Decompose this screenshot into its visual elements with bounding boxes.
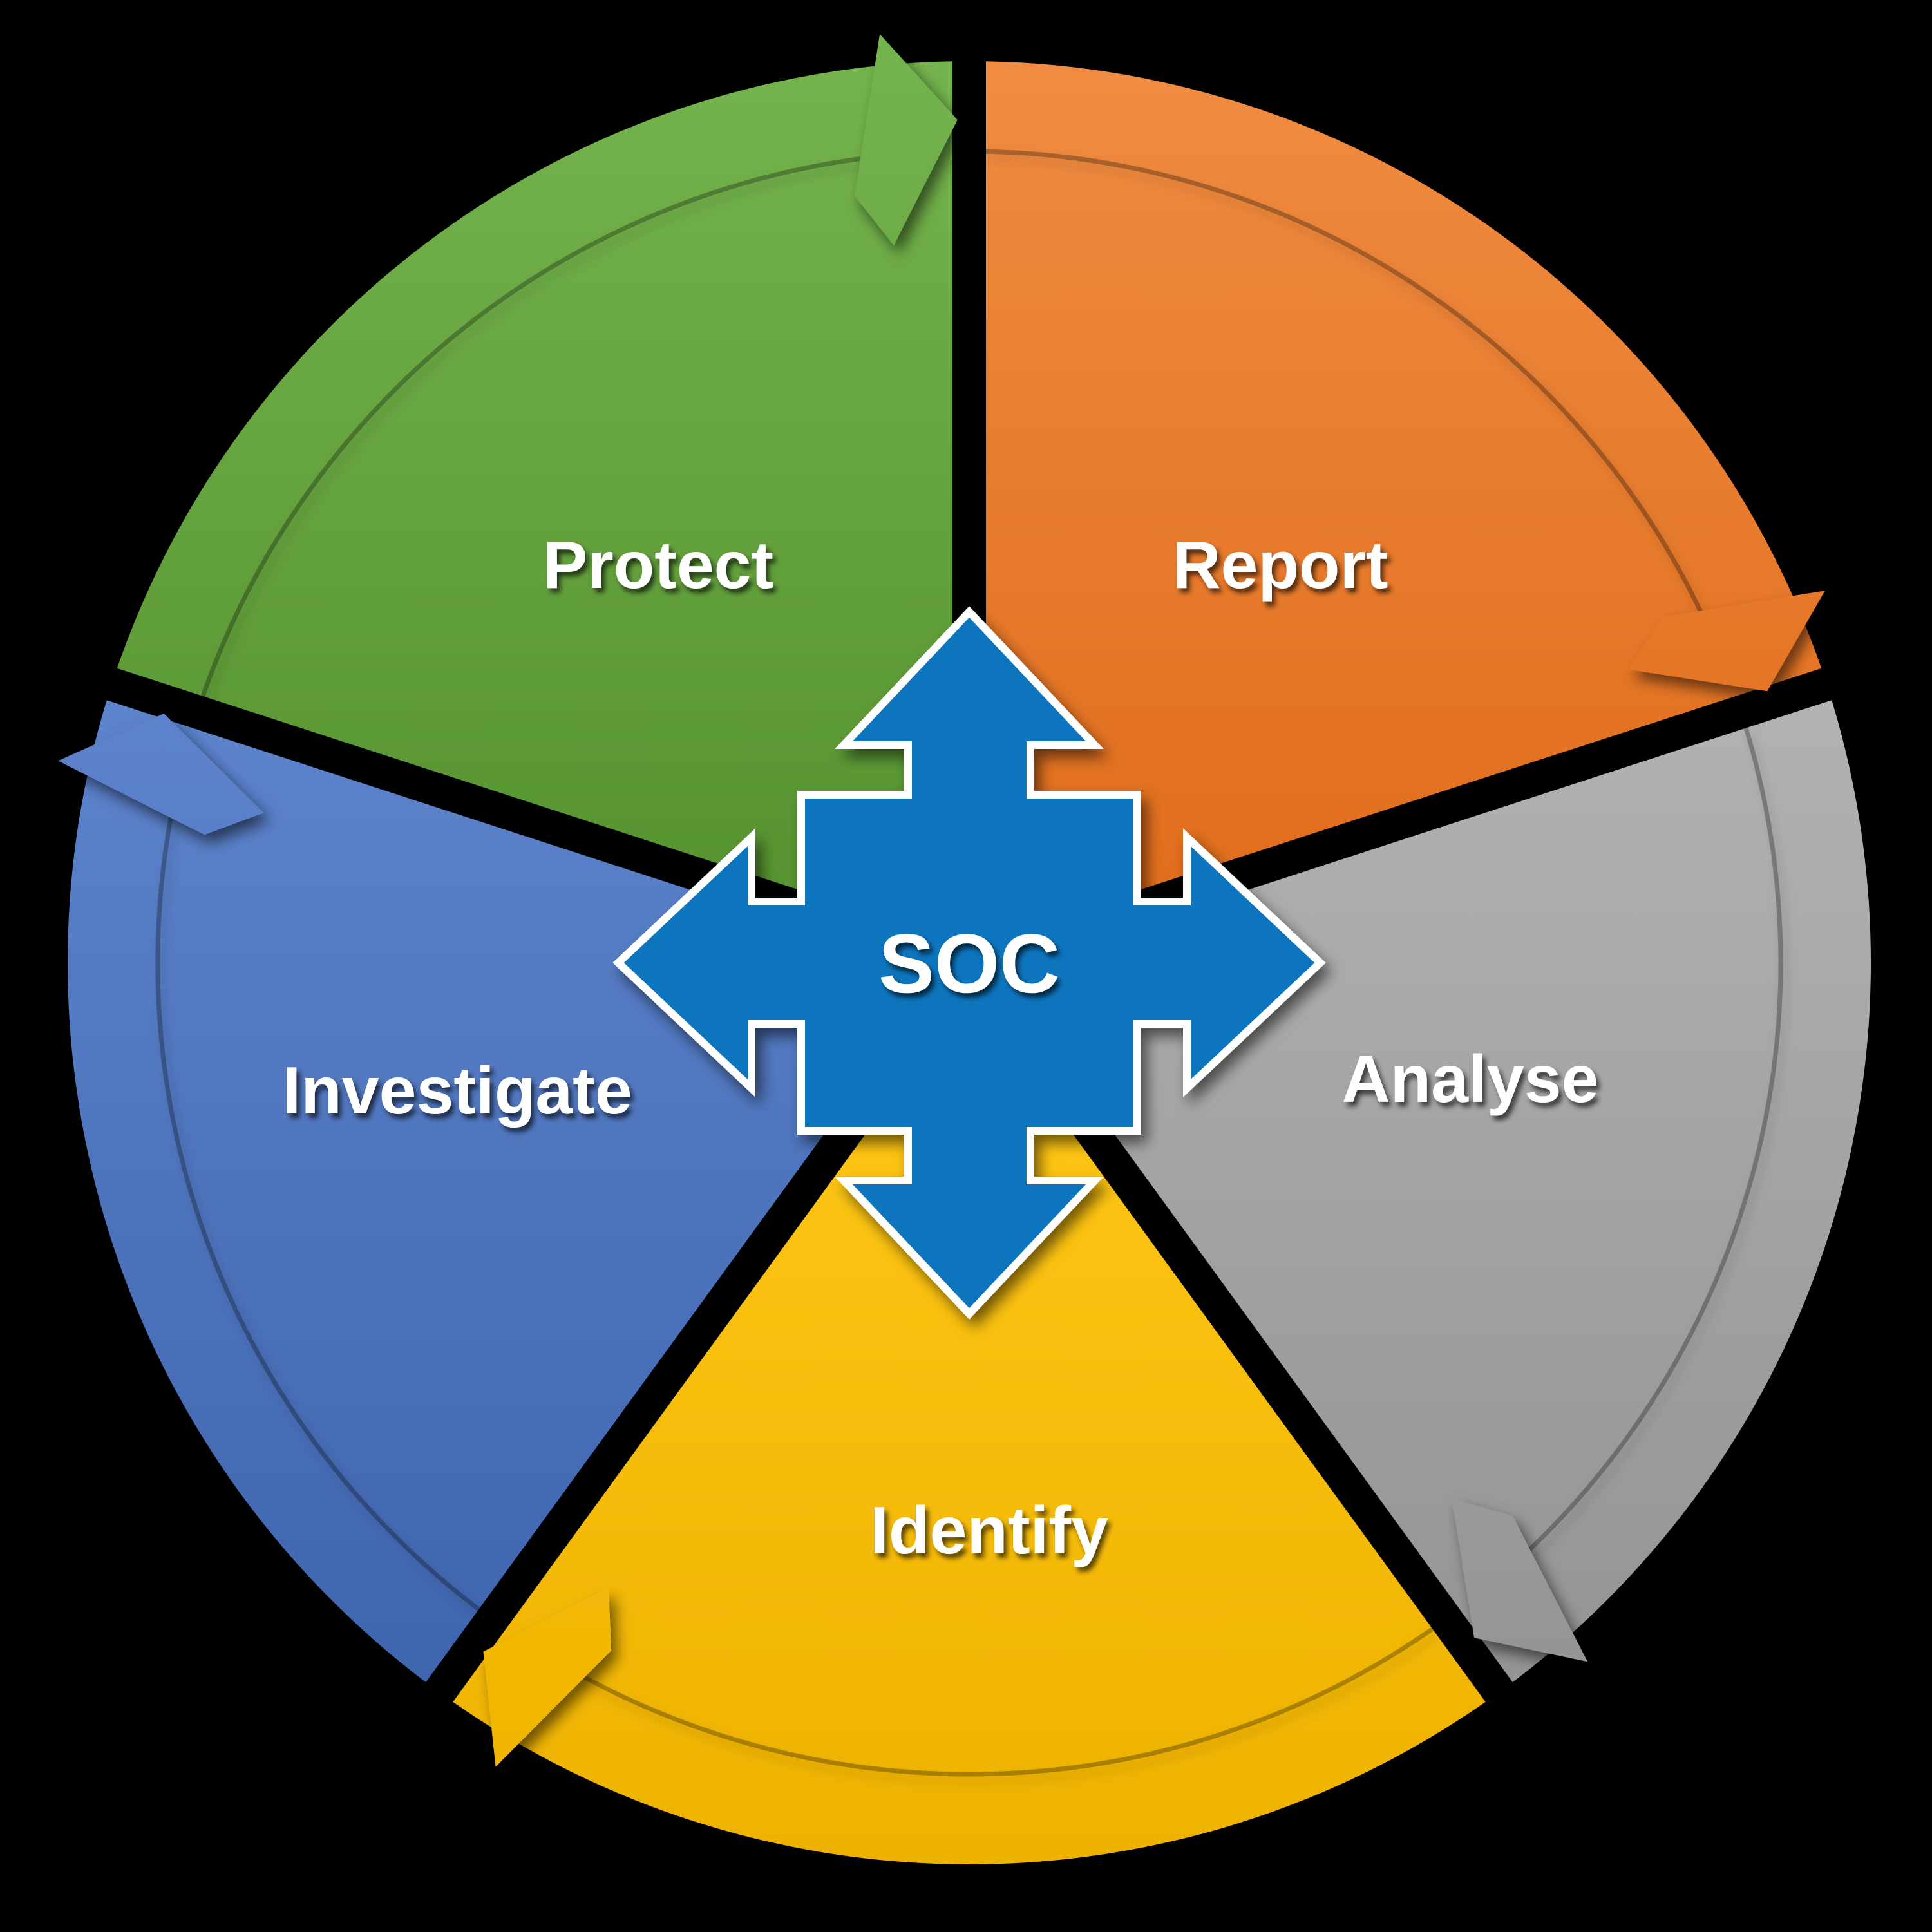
segment-sector-protect	[117, 61, 952, 940]
segment-rim-arc-investigate	[155, 807, 480, 1611]
center-arrow-layer: SOC	[612, 606, 1326, 1320]
segment-report: Report	[985, 61, 1825, 940]
segment-label-protect: Protect	[543, 528, 773, 603]
segment-label-report: Report	[1172, 528, 1388, 603]
segment-arrowhead-protect	[855, 33, 958, 246]
segment-label-investigate: Investigate	[282, 1054, 632, 1128]
segment-identify: Identify	[453, 991, 1486, 1864]
segment-rim-arc-protect	[200, 155, 871, 697]
segment-protect: Protect	[117, 33, 958, 940]
segment-rim-arc-analyse	[1520, 727, 1783, 1558]
segment-label-analyse: Analyse	[1342, 1042, 1599, 1117]
segment-label-identify: Identify	[870, 1493, 1108, 1568]
quad-arrow-icon	[612, 606, 1326, 1320]
center-label: SOC	[878, 916, 1060, 1010]
segment-sector-identify	[453, 991, 1486, 1864]
segment-rim-arc-identify	[574, 1627, 1434, 1777]
segment-sector-report	[986, 61, 1822, 940]
segment-arrowhead-investigate	[58, 713, 264, 835]
segment-arrowhead-report	[1628, 591, 1825, 692]
segment-arrowhead-identify	[483, 1587, 612, 1767]
segment-arrowhead-analyse	[1452, 1499, 1588, 1662]
segment-rim-arc-report	[985, 149, 1707, 621]
